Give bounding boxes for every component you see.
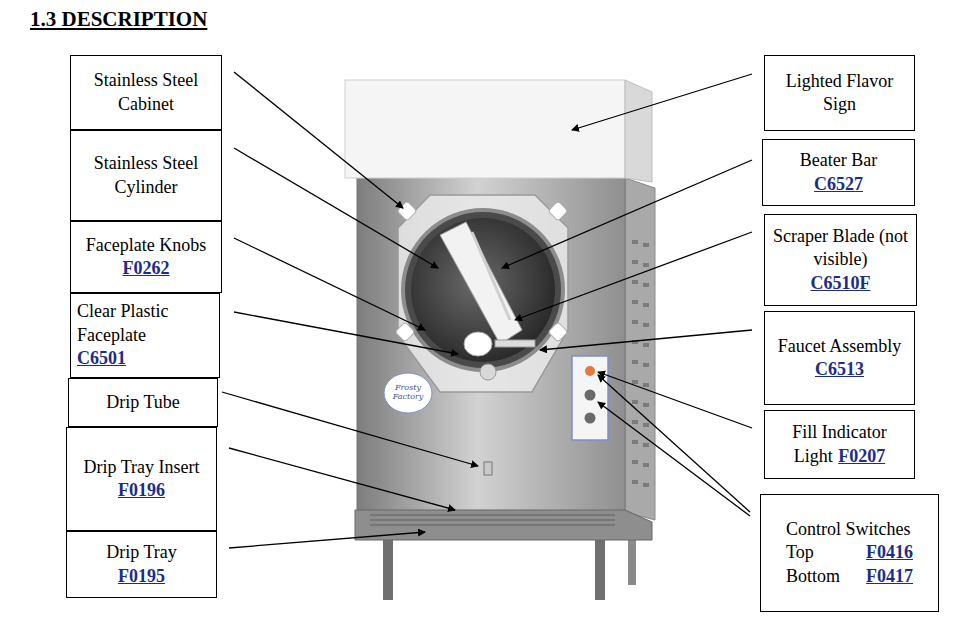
leg (595, 535, 605, 600)
beater-blade (440, 222, 522, 344)
beater-bar (472, 232, 510, 320)
side-panel (625, 178, 655, 520)
leader-line (572, 74, 752, 130)
part-name: Beater Bar (800, 149, 877, 172)
part-number: C6527 (814, 173, 863, 196)
leader-line (540, 330, 752, 350)
vents (632, 240, 649, 487)
label-box: Stainless Steel Cylinder (70, 130, 222, 221)
cylinder-inside (411, 218, 555, 362)
leader-lines (222, 72, 752, 548)
label-box: Drip Tray InsertF0196 (66, 427, 217, 531)
part-name: Drip Tray (106, 541, 177, 564)
label-box: Fill Indicator LightF0207 (764, 410, 915, 479)
part-name: Stainless Steel Cylinder (77, 152, 215, 199)
leader-line (234, 238, 425, 330)
part-name: Stainless Steel Cabinet (77, 69, 215, 116)
logo-text: Frosty Factory (386, 384, 430, 402)
label-box: Faceplate KnobsF0262 (70, 221, 222, 293)
part-number: F0417 (866, 565, 913, 588)
part-name: Top (786, 541, 840, 564)
switch (585, 390, 596, 401)
logo-oval (384, 373, 432, 413)
part-name: Drip Tray Insert (84, 456, 200, 479)
faucet-handle (464, 332, 492, 356)
label-text-group: Scraper Blade (not visible)C6510F (771, 225, 910, 295)
control-panel (572, 356, 608, 440)
leader-line (234, 72, 403, 208)
part-name: Faceplate Knobs (86, 234, 206, 257)
leader-line (222, 392, 478, 466)
label-box: Drip TrayF0195 (66, 531, 217, 598)
part-number: C6501 (77, 347, 126, 370)
faucet-body (495, 340, 535, 347)
leader-line (234, 312, 458, 354)
leader-line (515, 232, 752, 320)
switch (585, 413, 596, 424)
label-box: Stainless Steel Cabinet (70, 55, 222, 130)
label-box: Drip Tube (68, 378, 218, 427)
part-name: Faucet Assembly (778, 335, 902, 358)
label-text-group: Drip TrayF0195 (106, 541, 177, 588)
leader-line (502, 160, 752, 268)
label-box: Control SwitchesTop F0416Bottom F0417 (760, 494, 939, 612)
label-text-group: Faceplate KnobsF0262 (86, 234, 206, 281)
part-name: Lighted Flavor Sign (771, 70, 908, 117)
label-text-group: Drip Tray InsertF0196 (84, 456, 200, 503)
diagram-title: 1.3 DESCRIPTION (30, 7, 207, 32)
leader-line (598, 402, 750, 516)
leg (383, 535, 393, 600)
label-text-group: Beater BarC6527 (800, 149, 877, 196)
leader-line (598, 375, 750, 512)
part-number: C6513 (815, 358, 864, 381)
part-name: Bottom (786, 565, 840, 588)
part-number: F0416 (866, 541, 913, 564)
sign-side (625, 80, 652, 182)
label-box: Clear Plastic FaceplateC6501 (70, 293, 220, 378)
leader-line (229, 532, 425, 548)
drip-tray-insert (370, 515, 615, 525)
label-box: Scraper Blade (not visible)C6510F (764, 214, 917, 306)
part-number: F0195 (118, 565, 165, 588)
label-box: Beater BarC6527 (762, 139, 915, 206)
cylinder (403, 210, 563, 370)
part-name: Drip Tube (106, 391, 180, 414)
label-text-group: Faucet AssemblyC6513 (778, 335, 902, 382)
leader-line (234, 148, 438, 268)
drip-tube (484, 462, 492, 475)
cabinet (357, 176, 625, 512)
label-text-group: Stainless Steel Cylinder (77, 152, 215, 199)
label-text-group: Drip Tube (106, 391, 180, 414)
part-number: C6510F (811, 272, 871, 295)
leader-line (229, 448, 455, 510)
label-box: Lighted Flavor Sign (764, 55, 915, 131)
label-text-group: Control SwitchesTop F0416Bottom F0417 (786, 518, 913, 588)
faceplate (398, 195, 568, 392)
machine (345, 80, 655, 600)
label-text-group: Lighted Flavor Sign (771, 70, 908, 117)
part-name: Scraper Blade (not visible) (771, 225, 910, 272)
label-box: Faucet AssemblyC6513 (764, 311, 915, 405)
label-text-group: Clear Plastic FaceplateC6501 (77, 300, 213, 370)
part-number: F0207 (838, 446, 885, 466)
faucet-spout (480, 364, 496, 380)
part-number: F0262 (123, 257, 170, 280)
part-name: Clear Plastic Faceplate (77, 300, 213, 347)
label-text-group: Stainless Steel Cabinet (77, 69, 215, 116)
label-text-group: Fill Indicator LightF0207 (771, 421, 908, 468)
flavor-sign (345, 80, 625, 178)
part-number: F0196 (118, 479, 165, 502)
part-name: Control Switches (786, 518, 913, 541)
drip-tray (355, 510, 652, 540)
fill-light (585, 366, 595, 376)
knobs (395, 201, 568, 342)
